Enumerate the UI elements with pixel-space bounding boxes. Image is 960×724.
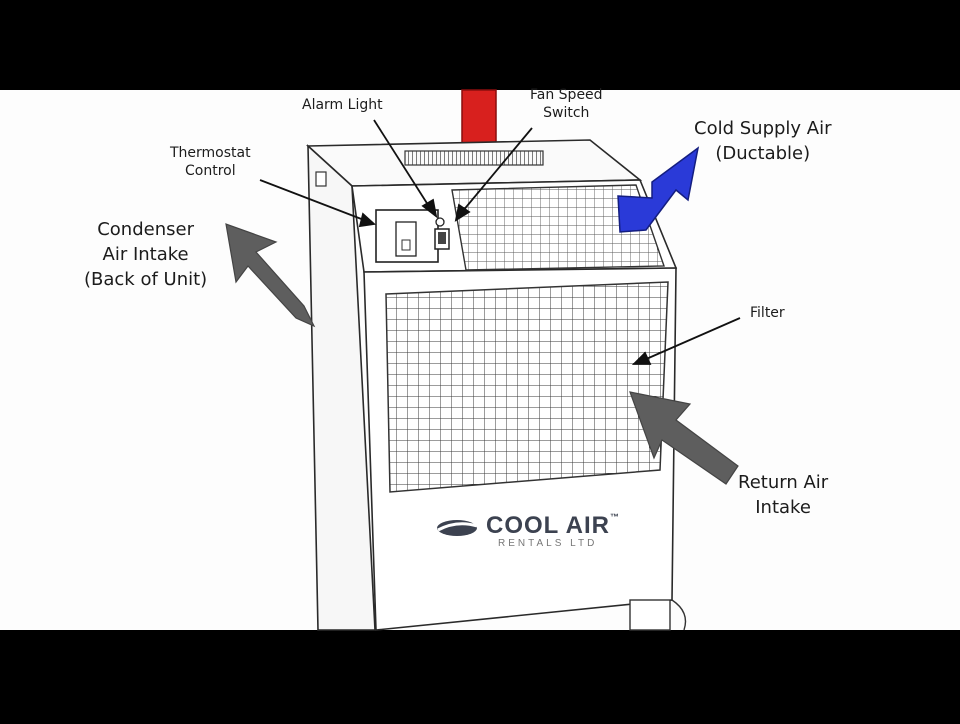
label-thermostat-line2: Control — [185, 163, 236, 179]
label-alarm-light: Alarm Light — [302, 96, 383, 114]
brand-trademark: ™ — [610, 512, 621, 522]
condenser-intake-arrow — [225, 223, 316, 328]
thermostat-display — [395, 221, 417, 257]
alarm-light — [435, 217, 445, 227]
fan-speed-leader-arrow — [454, 127, 533, 222]
label-fan-speed-switch: Fan Speed Switch — [530, 86, 603, 122]
thermostat-dial — [401, 239, 411, 251]
label-alarm-light-text: Alarm Light — [302, 97, 383, 113]
label-condenser-line2: Air Intake — [102, 244, 189, 265]
filter-leader-arrow — [631, 317, 741, 365]
unit-left-side — [307, 144, 376, 631]
label-thermostat-line1: Thermostat — [170, 145, 251, 161]
brand-name: COOL AIR™ — [486, 512, 620, 540]
label-cold-supply-air: Cold Supply Air (Ductable) — [694, 116, 832, 166]
label-filter-text: Filter — [750, 305, 785, 321]
label-fan-speed-line2: Switch — [543, 105, 590, 121]
label-condenser-air-intake: Condenser Air Intake (Back of Unit) — [84, 217, 207, 292]
top-vent — [404, 150, 544, 166]
cold-supply-arrow — [617, 146, 700, 233]
label-filter: Filter — [750, 304, 785, 322]
label-return-air-intake: Return Air Intake — [738, 470, 828, 520]
label-cold-supply-line1: Cold Supply Air — [694, 118, 832, 139]
alarm-light-leader-arrow — [373, 119, 438, 219]
power-cable — [671, 599, 687, 631]
thermostat-leader-arrow — [259, 179, 377, 228]
label-return-line1: Return Air — [738, 472, 829, 493]
label-cold-supply-line2: (Ductable) — [715, 143, 811, 164]
brand-subtitle: RENTALS LTD — [498, 538, 598, 549]
label-return-line2: Intake — [755, 497, 811, 518]
unit-caster — [629, 599, 671, 631]
filter-grille — [385, 281, 669, 493]
side-vent — [315, 171, 327, 187]
brand-name-text: COOL AIR — [486, 512, 611, 539]
label-fan-speed-line1: Fan Speed — [530, 87, 603, 103]
label-condenser-line1: Condenser — [97, 219, 194, 240]
bottom-letterbox — [0, 630, 960, 720]
brand-logo-icon — [437, 520, 478, 536]
top-letterbox — [0, 0, 960, 90]
return-air-intake-arrow — [629, 391, 739, 485]
supply-air-grille — [451, 184, 665, 271]
fan-speed-switch-toggle — [438, 232, 446, 244]
label-thermostat-control: Thermostat Control — [170, 144, 251, 180]
label-condenser-line3: (Back of Unit) — [84, 269, 208, 290]
